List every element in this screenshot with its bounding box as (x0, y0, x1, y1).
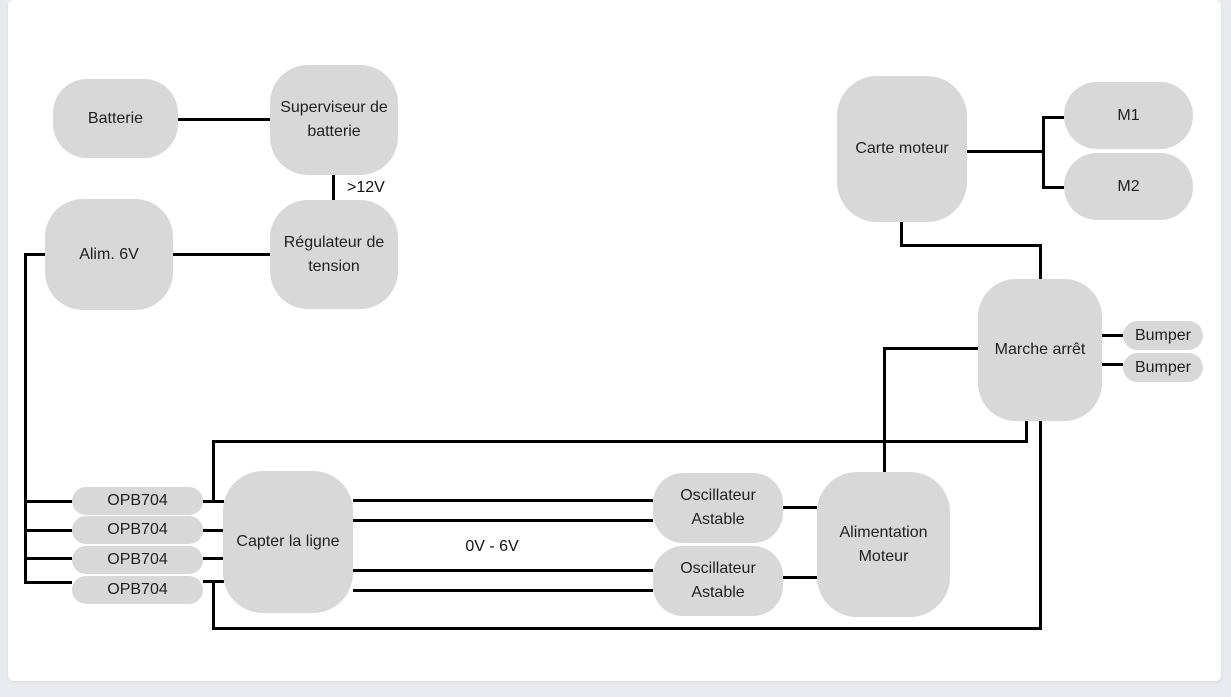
node-bumper-2-label: Bumper (1134, 358, 1192, 376)
node-m1: M1 (1064, 82, 1193, 149)
node-opb704-1-label: OPB704 (107, 492, 168, 509)
node-marche-arret: Marche arrêt (978, 279, 1102, 421)
node-superviseur-batterie-label: Superviseur de batterie (280, 99, 388, 140)
node-superviseur-batterie: Superviseur de batterie (270, 65, 398, 175)
node-opb704-3-label: OPB704 (107, 551, 168, 568)
node-oscillateur-astable-1-label: Oscillateur Astable (680, 487, 756, 528)
node-batterie-label: Batterie (87, 109, 144, 127)
node-m1-label: M1 (1117, 106, 1140, 124)
node-capter-la-ligne: Capter la ligne (223, 471, 353, 613)
node-opb704-1: OPB704 (72, 487, 203, 515)
node-bumper-2: Bumper (1123, 353, 1203, 382)
node-oscillateur-astable-2: Oscillateur Astable (653, 546, 783, 616)
node-opb704-4-label: OPB704 (107, 581, 168, 598)
node-carte-moteur-label: Carte moteur (855, 140, 949, 157)
node-m2: M2 (1064, 153, 1193, 220)
node-carte-moteur: Carte moteur (837, 76, 967, 222)
node-alimentation-moteur: Alimentation Moteur (817, 472, 950, 617)
node-opb704-3: OPB704 (72, 546, 203, 574)
node-bumper-1: Bumper (1123, 321, 1203, 350)
node-capter-la-ligne-label: Capter la ligne (236, 533, 340, 550)
edge-label-0v-6v: 0V - 6V (465, 538, 519, 555)
node-opb704-4: OPB704 (72, 576, 203, 604)
node-alim-6v: Alim. 6V (45, 199, 173, 310)
node-oscillateur-astable-1: Oscillateur Astable (653, 473, 783, 543)
node-marche-arret-label: Marche arrêt (994, 341, 1086, 358)
node-opb704-2-label: OPB704 (107, 521, 168, 538)
node-m2-label: M2 (1117, 177, 1140, 195)
node-regulateur-tension: Régulateur de tension (270, 200, 398, 309)
node-alim-6v-label: Alim. 6V (79, 245, 139, 263)
node-bumper-1-label: Bumper (1134, 326, 1192, 344)
node-opb704-2: OPB704 (72, 516, 203, 544)
node-regulateur-tension-label: Régulateur de tension (283, 233, 385, 275)
node-oscillateur-astable-2-label: Oscillateur Astable (680, 560, 756, 601)
node-batterie: Batterie (53, 79, 178, 158)
node-alimentation-moteur-label: Alimentation Moteur (839, 523, 928, 565)
edge-label-12v: >12V (347, 179, 385, 196)
